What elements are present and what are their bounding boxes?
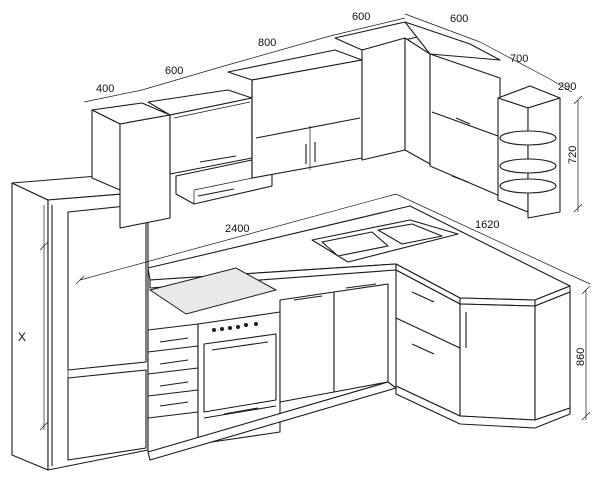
upper-800-shelf-line <box>255 117 361 139</box>
upper-right-divider <box>431 111 499 137</box>
dimension-label-290: 290 <box>558 81 576 93</box>
upper-right-front <box>429 53 501 197</box>
upper-right-handle-bottom <box>451 175 469 183</box>
shelf-board-2 <box>499 158 557 174</box>
corner-side <box>534 291 571 421</box>
oven-drawer-handle <box>223 407 259 415</box>
upper-400-side <box>91 109 121 191</box>
dimension-label-x: X <box>18 330 26 344</box>
fridge-column <box>11 174 149 471</box>
dimension-label-800: 800 <box>258 37 276 49</box>
upper-cabinet-400 <box>91 102 171 229</box>
base-door-1 <box>279 291 335 403</box>
dimension-label-600c: 600 <box>450 13 468 25</box>
drawer-handle-4 <box>159 401 189 407</box>
return-drawer-handle <box>411 291 435 303</box>
oven-handle <box>211 341 269 351</box>
upper-400-front <box>119 114 171 229</box>
fridge-lower-door <box>67 369 147 461</box>
shelf-board-1 <box>499 130 557 146</box>
sink-bowl-right <box>377 223 443 245</box>
cooktop <box>148 267 278 315</box>
dimension-label-860: 860 <box>575 348 587 366</box>
drawer-handle-2 <box>159 359 189 365</box>
dimension-label-400: 400 <box>96 83 114 95</box>
upper-dimensions: 400 600 800 600 600 700 290 720 <box>83 11 583 213</box>
fridge-upper-door <box>67 203 147 371</box>
upper-corner-front <box>361 37 406 161</box>
dimension-label-1620: 1620 <box>475 219 499 231</box>
upper-cabinet-corner-600 <box>334 21 431 165</box>
upper-right-top <box>404 21 501 61</box>
dimension-x: X <box>18 205 49 431</box>
return-plinth <box>395 385 571 429</box>
dimension-label-600b: 600 <box>352 11 370 23</box>
dimension-label-720: 720 <box>567 146 579 164</box>
sink-bowl-left <box>321 231 389 257</box>
drawer-handle-1 <box>159 337 189 343</box>
upper-cabinet-800 <box>227 49 363 179</box>
corner-door <box>459 303 536 421</box>
upper-cabinet-right-600 <box>404 21 501 197</box>
return-door-handle <box>411 343 435 355</box>
drawer-handle-3 <box>159 381 189 387</box>
base-door-2 <box>333 283 389 393</box>
oven-door <box>203 333 277 413</box>
dimension-label-2400: 2400 <box>225 223 249 235</box>
shelf-back <box>527 97 561 219</box>
upper-corner-side <box>404 37 431 165</box>
dimension-label-600a: 600 <box>165 65 183 77</box>
upper-800-front <box>251 59 363 179</box>
open-corner-shelf <box>497 85 561 219</box>
sink <box>311 219 459 263</box>
upper-600a-handle <box>199 155 237 163</box>
upper-right-handle-top <box>455 117 471 125</box>
base-cabinets <box>147 283 397 461</box>
shelf-side <box>497 97 529 213</box>
dimension-label-700: 700 <box>510 53 528 65</box>
base-dimensions: 2400 1620 860 <box>75 193 591 421</box>
base-return <box>395 269 571 429</box>
drawer-stack <box>147 323 199 453</box>
cooktop-surface <box>148 267 278 315</box>
shelf-board-3 <box>499 178 557 194</box>
